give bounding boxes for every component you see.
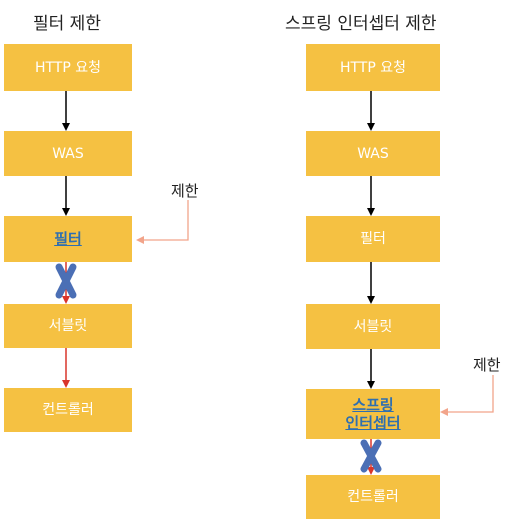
right-block-x-icon [360, 439, 382, 473]
right-box-spring-interceptor: 스프링 인터셉터 [306, 389, 440, 439]
right-box-http-request-label: HTTP 요청 [339, 59, 407, 76]
right-callout-line [440, 375, 494, 416]
left-box-controller: 컨트롤러 [4, 388, 132, 432]
right-box-interceptor-label: 인터셉터 [345, 414, 401, 432]
right-box-was: WAS [306, 131, 440, 176]
right-title: 스프링 인터셉터 제한 [285, 14, 437, 34]
left-box-controller-label: 컨트롤러 [42, 402, 94, 418]
left-box-http-request: HTTP 요청 [4, 44, 132, 91]
left-box-was-label: WAS [52, 145, 84, 162]
right-box-filter: 필터 [306, 216, 440, 262]
right-box-servlet-label: 서블릿 [353, 318, 393, 335]
right-box-controller: 컨트롤러 [306, 475, 440, 519]
left-box-filter: 필터 [4, 216, 132, 262]
left-callout-line [136, 200, 189, 244]
left-title: 필터 제한 [33, 14, 101, 34]
right-box-spring-label: 스프링 [352, 396, 394, 414]
left-box-was: WAS [4, 131, 132, 176]
left-block-x-icon [55, 263, 77, 299]
right-limit-label: 제한 [473, 356, 501, 374]
left-box-servlet: 서블릿 [4, 304, 132, 348]
right-box-was-label: WAS [357, 145, 389, 162]
left-box-servlet-label: 서블릿 [48, 318, 88, 334]
right-box-controller-label: 컨트롤러 [347, 489, 399, 505]
right-box-filter-label: 필터 [360, 231, 386, 247]
left-box-http-request-label: HTTP 요청 [34, 59, 102, 76]
left-box-filter-label: 필터 [54, 230, 82, 248]
right-box-http-request: HTTP 요청 [306, 44, 440, 91]
right-box-servlet: 서블릿 [306, 304, 440, 349]
left-limit-label: 제한 [171, 182, 199, 200]
